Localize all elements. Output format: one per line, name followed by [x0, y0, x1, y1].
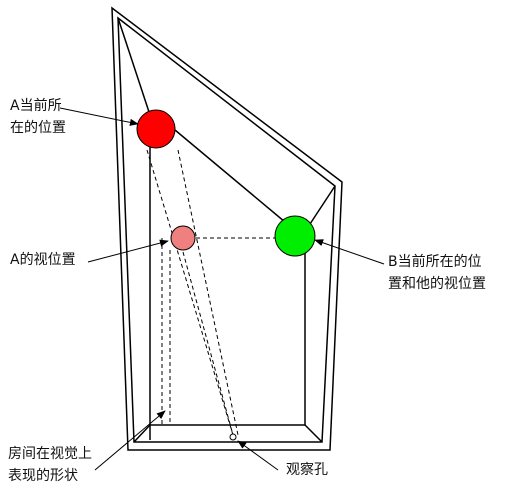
label-room-shape-1: 房间在视觉上 — [8, 446, 92, 462]
arrow-peephole — [237, 440, 279, 471]
arrow-room-shape — [94, 410, 166, 471]
floor-right-corner — [304, 424, 323, 443]
label-b-2: 置和他的视位置 — [388, 276, 486, 292]
label-a-current-1: A当前所 — [10, 97, 62, 114]
peephole-marker — [229, 433, 237, 441]
sightline-b — [182, 251, 234, 436]
person-b — [274, 215, 316, 257]
person-a-visual — [170, 225, 196, 251]
sightline-a2 — [177, 149, 239, 436]
label-a-current-2: 在的位置 — [10, 120, 66, 136]
arrow-a-visual — [87, 239, 169, 263]
floor-left-corner — [133, 424, 151, 443]
arrow-b — [314, 239, 385, 265]
person-a-actual — [136, 109, 176, 149]
label-peephole: 观察孔 — [286, 461, 328, 478]
sightline-a — [146, 149, 234, 436]
room-outer-outline — [111, 6, 343, 451]
ceiling-line-right — [309, 185, 336, 225]
ceiling-line-left — [117, 17, 151, 116]
label-b-1: B当前所在的位 — [388, 253, 482, 270]
arrow-a-current — [59, 107, 139, 126]
label-a-visual: A的视位置 — [10, 252, 76, 268]
label-room-shape-2: 表现的形状 — [8, 468, 78, 484]
ceiling-line-mid — [174, 129, 286, 223]
